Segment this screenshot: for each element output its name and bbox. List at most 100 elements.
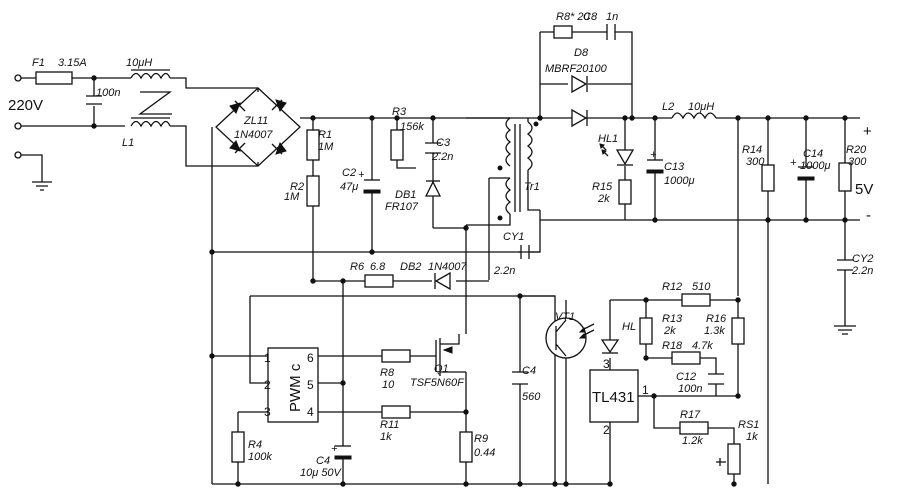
transistor-vt1: VT1 xyxy=(545,311,595,359)
tl431-pin-3: 3 xyxy=(603,357,610,371)
cy2-ref: CY2 xyxy=(852,253,873,265)
resistor-r8-gate: R8 10 xyxy=(380,349,411,391)
cy1-ref: CY1 xyxy=(503,231,524,243)
transformer-tr1: Tr1 xyxy=(466,117,540,226)
r11-value: 1k xyxy=(380,431,392,443)
c8-ref: C8 xyxy=(583,11,598,23)
rs1-ref: RS1 xyxy=(738,419,759,431)
pwm-controller: PWM c 1 2 3 4 5 6 xyxy=(264,347,319,423)
resistor-r16: R16 1.3k xyxy=(704,313,745,345)
wires xyxy=(20,31,860,485)
r12-value: 510 xyxy=(692,281,711,293)
fuse-ref: F1 xyxy=(32,57,45,69)
r2-value: 1M xyxy=(284,191,300,203)
input-terminals: 220V xyxy=(8,74,43,159)
r20-ref: R20 xyxy=(846,144,867,156)
db2-part: 1N4007 xyxy=(428,261,467,273)
r9-value: 0.44 xyxy=(474,447,495,459)
bridge-part: 1N4007 xyxy=(234,129,273,141)
snubber-r-ref: R8* 20 xyxy=(556,11,591,23)
input-voltage-label: 220V xyxy=(8,97,43,114)
resistor-r13: R13 2k xyxy=(639,313,683,345)
c13-ref: C13 xyxy=(664,161,685,173)
r6-ref: R6 xyxy=(350,261,365,273)
junctions xyxy=(91,75,848,487)
svg-text:+: + xyxy=(790,157,797,169)
r13-ref: R13 xyxy=(662,313,683,325)
c8-value: 1n xyxy=(606,11,618,23)
capacitor-cy2: CY2 2.2n xyxy=(837,253,873,277)
r3-ref: R3 xyxy=(392,106,407,118)
resistor-r15: R15 2k xyxy=(592,179,632,205)
resistor-r11: R11 1k xyxy=(380,405,411,443)
resistor-r1: R1 1M xyxy=(306,129,334,161)
pwm-label: PWM c xyxy=(287,363,304,412)
resistor-r4: R4 100k xyxy=(231,431,272,463)
resistor-r6: R6 6.8 xyxy=(350,261,394,288)
cy2-value: 2.2n xyxy=(851,265,873,277)
capacitor-c3: C3 2.2n xyxy=(425,137,453,163)
c4-elec-ref: C4 xyxy=(316,455,330,467)
r6-value: 6.8 xyxy=(370,261,386,273)
r4-ref: R4 xyxy=(248,439,262,451)
resistor-r2: R2 1M xyxy=(284,175,320,207)
c3-value: 2.2n xyxy=(431,151,453,163)
pwm-pin-1: 1 xyxy=(264,351,271,365)
resistor-r3: R3 156k xyxy=(390,106,424,161)
resistor-r18: R18 4.7k xyxy=(662,340,713,365)
output-voltage: 5V xyxy=(855,181,873,198)
c13-value: 1000μ xyxy=(664,175,695,187)
c4-film-value: 560 xyxy=(522,391,541,403)
shunt-regulator-tl431: TL431 3 1 2 xyxy=(589,357,654,437)
capacitor-c8: C8 1n xyxy=(583,11,618,40)
svg-text:+: + xyxy=(358,169,365,181)
r15-ref: R15 xyxy=(592,181,613,193)
cy1-value: 2.2n xyxy=(493,265,515,277)
inductor-l1: 10μH L1 xyxy=(122,57,172,149)
r18-value: 4.7k xyxy=(692,340,713,352)
capacitor-x: 100n xyxy=(86,87,120,105)
resistor-r12: R12 510 xyxy=(662,281,711,307)
q1-ref: Q1 xyxy=(434,363,449,375)
q1-part: TSF5N60F xyxy=(410,377,465,389)
svg-text:+: + xyxy=(650,149,657,161)
led-hl1: HL1 xyxy=(598,133,635,166)
fuse-value: 3.15A xyxy=(58,57,87,69)
capacitor-c2: + C2 47μ xyxy=(340,167,381,194)
capacitor-c14: + C14 1000μ xyxy=(790,148,831,181)
pwm-pin-6: 6 xyxy=(307,351,314,365)
c4-film-ref: C4 xyxy=(522,365,536,377)
inductor-l1-value: 10μH xyxy=(126,57,152,69)
r4-value: 100k xyxy=(248,451,272,463)
bridge-rectifier: ZL11 1N4007 xyxy=(215,87,301,167)
mosfet-q1: Q1 TSF5N60F xyxy=(410,338,465,389)
r17-ref: R17 xyxy=(680,409,701,421)
output-minus: - xyxy=(866,207,871,224)
pwm-pin-3: 3 xyxy=(264,405,271,419)
capacitor-c4-film: C4 560 xyxy=(512,365,541,403)
transformer-ref: Tr1 xyxy=(524,181,540,193)
c14-value: 1000μ xyxy=(800,160,831,172)
c12-value: 100n xyxy=(678,383,702,395)
r13-value: 2k xyxy=(663,325,676,337)
r14-value: 300 xyxy=(746,156,765,168)
r17-value: 1.2k xyxy=(682,435,703,447)
r1-value: 1M xyxy=(318,141,334,153)
vt1-ref: VT1 xyxy=(555,311,575,323)
r15-value: 2k xyxy=(597,193,610,205)
c3-ref: C3 xyxy=(436,137,451,149)
trimmer-rs1: RS1 1k xyxy=(716,419,759,475)
r9-ref: R9 xyxy=(474,433,488,445)
resistor-r14: R14 300 xyxy=(742,144,775,192)
diode-db1: DB1 FR107 xyxy=(385,180,442,213)
r11-ref: R11 xyxy=(380,419,399,431)
resistor-r20: R20 300 xyxy=(838,144,867,192)
r8-ref: R8 xyxy=(380,367,395,379)
output-terminals: + 5V - xyxy=(855,123,873,224)
opto-led-ref: HL xyxy=(622,321,636,333)
r3-value: 156k xyxy=(400,121,424,133)
db1-part: FR107 xyxy=(385,201,419,213)
capacitor-cy1: CY1 2.2n xyxy=(493,231,530,277)
tl431-pin-2: 2 xyxy=(603,423,610,437)
